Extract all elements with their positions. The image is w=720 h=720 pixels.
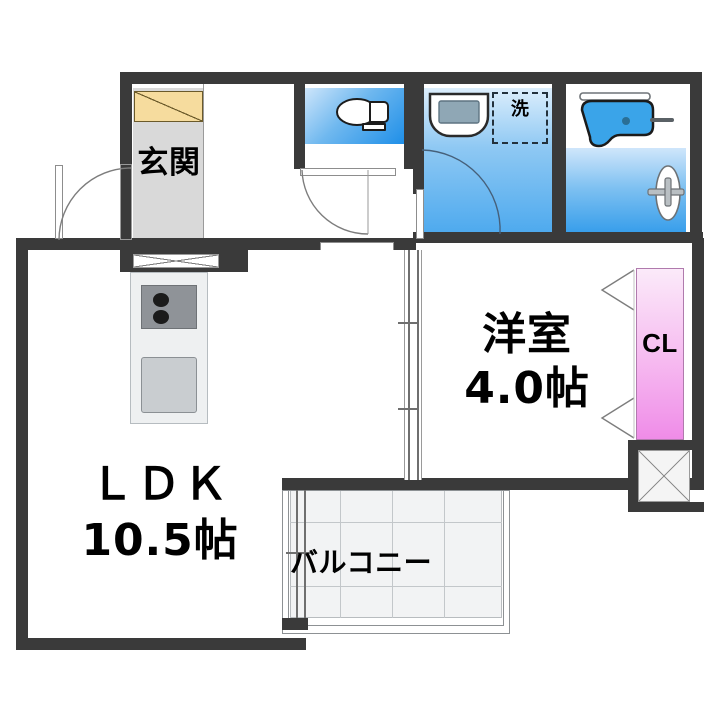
wall-washroom-right-upper	[552, 72, 566, 152]
genkan-label: 玄関	[137, 145, 201, 181]
ps-box-icon	[638, 450, 690, 502]
ldk-size-label: 10.5帖	[81, 515, 239, 566]
washer-label: 洗	[510, 99, 530, 120]
toilet-door-leaf[interactable]	[300, 168, 396, 176]
wall-bottom-outer	[16, 638, 306, 650]
closet-door-icon[interactable]	[600, 268, 636, 440]
shoe-cabinet-icon	[134, 91, 203, 122]
room-name-label: 洋室	[482, 309, 572, 360]
wall-ps-surround-left	[628, 440, 638, 512]
ldk-room-sliding-door[interactable]	[404, 250, 422, 480]
wall-balcony-sill-left	[282, 618, 308, 630]
washer-space-box	[492, 92, 548, 144]
balcony-grid-v2	[392, 490, 394, 618]
balcony-window-rail-b[interactable]	[304, 490, 306, 618]
balcony-grid-v1	[340, 490, 342, 618]
wall-toilet-bottom	[294, 158, 305, 169]
balcony-window-tick	[286, 552, 312, 554]
balcony-floor	[290, 490, 502, 618]
wall-right-outer-lower	[692, 238, 704, 490]
entrance-threshold	[120, 164, 132, 240]
wall-balcony-head	[282, 478, 532, 490]
wall-washroom-bottom	[413, 232, 703, 243]
gas-stove-icon	[141, 285, 197, 329]
toilet-icon	[336, 98, 389, 131]
entrance-door-swing-icon	[58, 167, 132, 241]
vanity-sink-icon	[428, 92, 490, 138]
balcony-grid-h2	[290, 586, 502, 588]
wall-toilet-left	[294, 72, 305, 169]
bathtub-icon	[579, 92, 674, 148]
room-size-label: 4.0帖	[464, 363, 590, 414]
shower-mixer-icon	[647, 165, 685, 221]
closet-label: CL	[642, 328, 678, 358]
range-hood-icon	[133, 254, 219, 268]
wall-ps-surround-bottom	[628, 502, 704, 512]
wall-left-outer-lower	[16, 238, 28, 650]
wall-washroom-left	[413, 72, 424, 194]
wall-closet-bottom	[630, 440, 692, 450]
balcony-grid-h1	[290, 522, 502, 524]
toilet-door-swing-icon	[301, 169, 369, 235]
slide-rail-right	[417, 250, 419, 480]
balcony-railing-inner	[288, 490, 504, 626]
balcony-window-rail-a[interactable]	[296, 490, 298, 618]
wall-washroom-right-lower	[552, 152, 566, 242]
bath-door-swing-icon	[421, 149, 501, 235]
wall-hall-bottom	[16, 238, 416, 250]
stove-burner-front	[153, 293, 169, 307]
wall-genkan-left	[120, 72, 132, 240]
ldk-name-label: ＬＤＫ	[90, 460, 230, 509]
balcony-grid-v3	[444, 490, 446, 618]
bath-door-leaf[interactable]	[416, 189, 424, 239]
kitchen-sink-icon	[141, 357, 197, 413]
wall-genkan-partition	[203, 84, 205, 240]
slide-rail-left	[408, 250, 410, 480]
wall-toilet-right	[404, 72, 415, 169]
closet-area	[636, 268, 684, 440]
balcony-label: バルコニー	[290, 546, 433, 579]
wall-right-outer-upper	[690, 72, 702, 242]
stove-burner-back	[153, 310, 169, 324]
